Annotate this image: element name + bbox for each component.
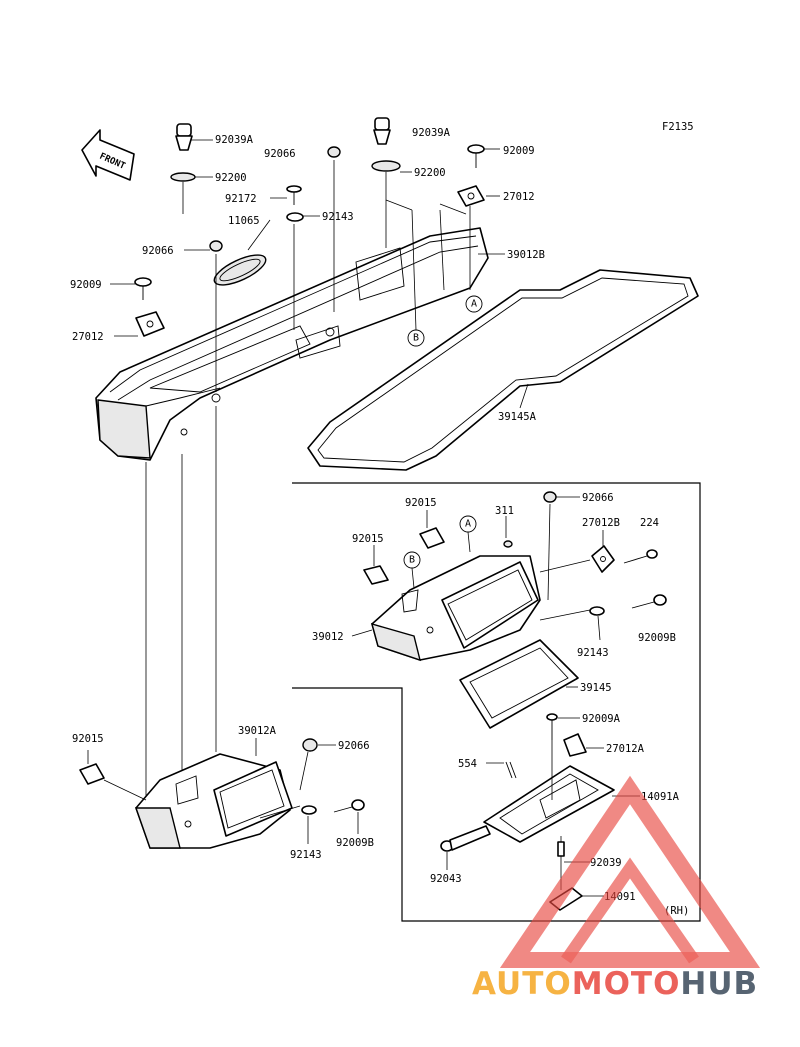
logo-text-auto: AUTO [472, 966, 572, 1002]
svg-text:A: A [465, 519, 471, 530]
svg-text:AUTOMOTOHUB: AUTOMOTOHUB [472, 966, 758, 1002]
callout-92200: 92200 [414, 167, 446, 179]
callout-92015: 92015 [405, 497, 437, 509]
bracket-27012B [591, 545, 615, 573]
callout-311: 311 [495, 505, 514, 517]
cap-92066-top [327, 146, 341, 158]
callout-92039A: 92039A [215, 134, 254, 146]
grommet-92143-lower [301, 805, 317, 815]
callout-92066: 92066 [264, 148, 296, 160]
gasket-39145A [307, 269, 699, 471]
clip-92015-lower [79, 763, 105, 785]
callout-11065: 11065 [228, 215, 260, 227]
bracket-27012A [563, 733, 587, 757]
leaders-top [110, 139, 529, 800]
callout-39012A: 39012A [238, 725, 277, 737]
cover-39012A [135, 753, 293, 849]
cap-92066-lower [302, 738, 318, 752]
callout-92066: 92066 [582, 492, 614, 504]
side-note-rh: (RH) [664, 905, 689, 917]
callout-39145A: 39145A [498, 411, 537, 423]
callout-92009B: 92009B [638, 632, 676, 644]
ref-marker-B-main: B [407, 329, 425, 347]
bolt-92009B-lower [333, 799, 365, 813]
bolt-92009A [546, 713, 558, 740]
bolt-92172 [286, 185, 302, 205]
callout-labels: 92039A 92066 92200 92172 11065 92143 920… [70, 127, 689, 917]
bolt-92009B-inset [631, 594, 667, 609]
cover-39012B [95, 227, 489, 461]
callout-92039: 92039 [590, 857, 622, 869]
washer-92200-right [371, 160, 401, 172]
callout-27012B: 27012B [582, 517, 620, 529]
automotohub-logo: AUTOMOTOHUB [472, 775, 761, 1002]
bracket-27012-right [457, 185, 485, 207]
callout-27012A: 27012A [606, 743, 645, 755]
callout-27012: 27012 [72, 331, 104, 343]
screw-224 [623, 549, 658, 564]
svg-text:A: A [471, 299, 477, 310]
callout-92172: 92172 [225, 193, 257, 205]
callout-92066: 92066 [142, 245, 174, 257]
callout-92043: 92043 [430, 873, 462, 885]
logo-triangle-mark [499, 775, 761, 968]
callout-92015: 92015 [72, 733, 104, 745]
callout-39012B: 39012B [507, 249, 545, 261]
clip-92015-inset-top [419, 527, 445, 549]
callout-39012: 39012 [312, 631, 344, 643]
grommet-92143-top [286, 212, 304, 222]
callout-554: 554 [458, 758, 477, 770]
front-direction-arrow: FRONT [81, 129, 135, 181]
callout-92009: 92009 [70, 279, 102, 291]
callout-92143: 92143 [577, 647, 609, 659]
leaders-lower [87, 738, 359, 844]
callout-92009A: 92009A [582, 713, 621, 725]
cap-92066-inset [543, 491, 557, 503]
svg-text:B: B [409, 555, 415, 566]
leaders-inset [351, 496, 640, 897]
callout-92009B: 92009B [336, 837, 374, 849]
bolt-92009-right [467, 144, 485, 168]
ref-marker-A-inset: A [459, 515, 477, 553]
cap-92066-left [209, 240, 223, 252]
bolt-92009-left [134, 277, 152, 300]
callout-92039A: 92039A [412, 127, 451, 139]
cover-39012 [370, 555, 541, 662]
callout-92015: 92015 [352, 533, 384, 545]
svg-text:B: B [413, 333, 419, 344]
callout-224: 224 [640, 517, 659, 529]
callout-92066: 92066 [338, 740, 370, 752]
clip-92039A-left [175, 123, 193, 151]
cover-14091A [483, 765, 615, 843]
bolt-311 [503, 540, 513, 548]
callout-92143: 92143 [322, 211, 354, 223]
logo-text-hub: HUB [680, 966, 758, 1002]
pin-554 [505, 761, 517, 779]
clip-92015-inset-left [363, 565, 389, 585]
ref-marker-B-inset: B [403, 551, 421, 589]
callout-92143: 92143 [290, 849, 322, 861]
logo-text-moto: MOTO [572, 966, 681, 1002]
callout-14091A: 14091A [641, 791, 680, 803]
ref-marker-A-main: A [465, 295, 483, 313]
callout-92009: 92009 [503, 145, 535, 157]
callout-27012: 27012 [503, 191, 535, 203]
rod-92043 [440, 825, 491, 852]
callout-92200: 92200 [215, 172, 247, 184]
callout-39145: 39145 [580, 682, 612, 694]
emblem-11065 [213, 254, 267, 286]
bracket-27012-left [135, 311, 165, 337]
clip-92039A-right [373, 117, 391, 145]
bolt-92039 [557, 841, 565, 857]
gasket-39145 [459, 639, 579, 729]
grommet-92143-inset [589, 606, 605, 616]
washer-92200-left [170, 172, 196, 182]
figure-code: F2135 [662, 121, 694, 133]
